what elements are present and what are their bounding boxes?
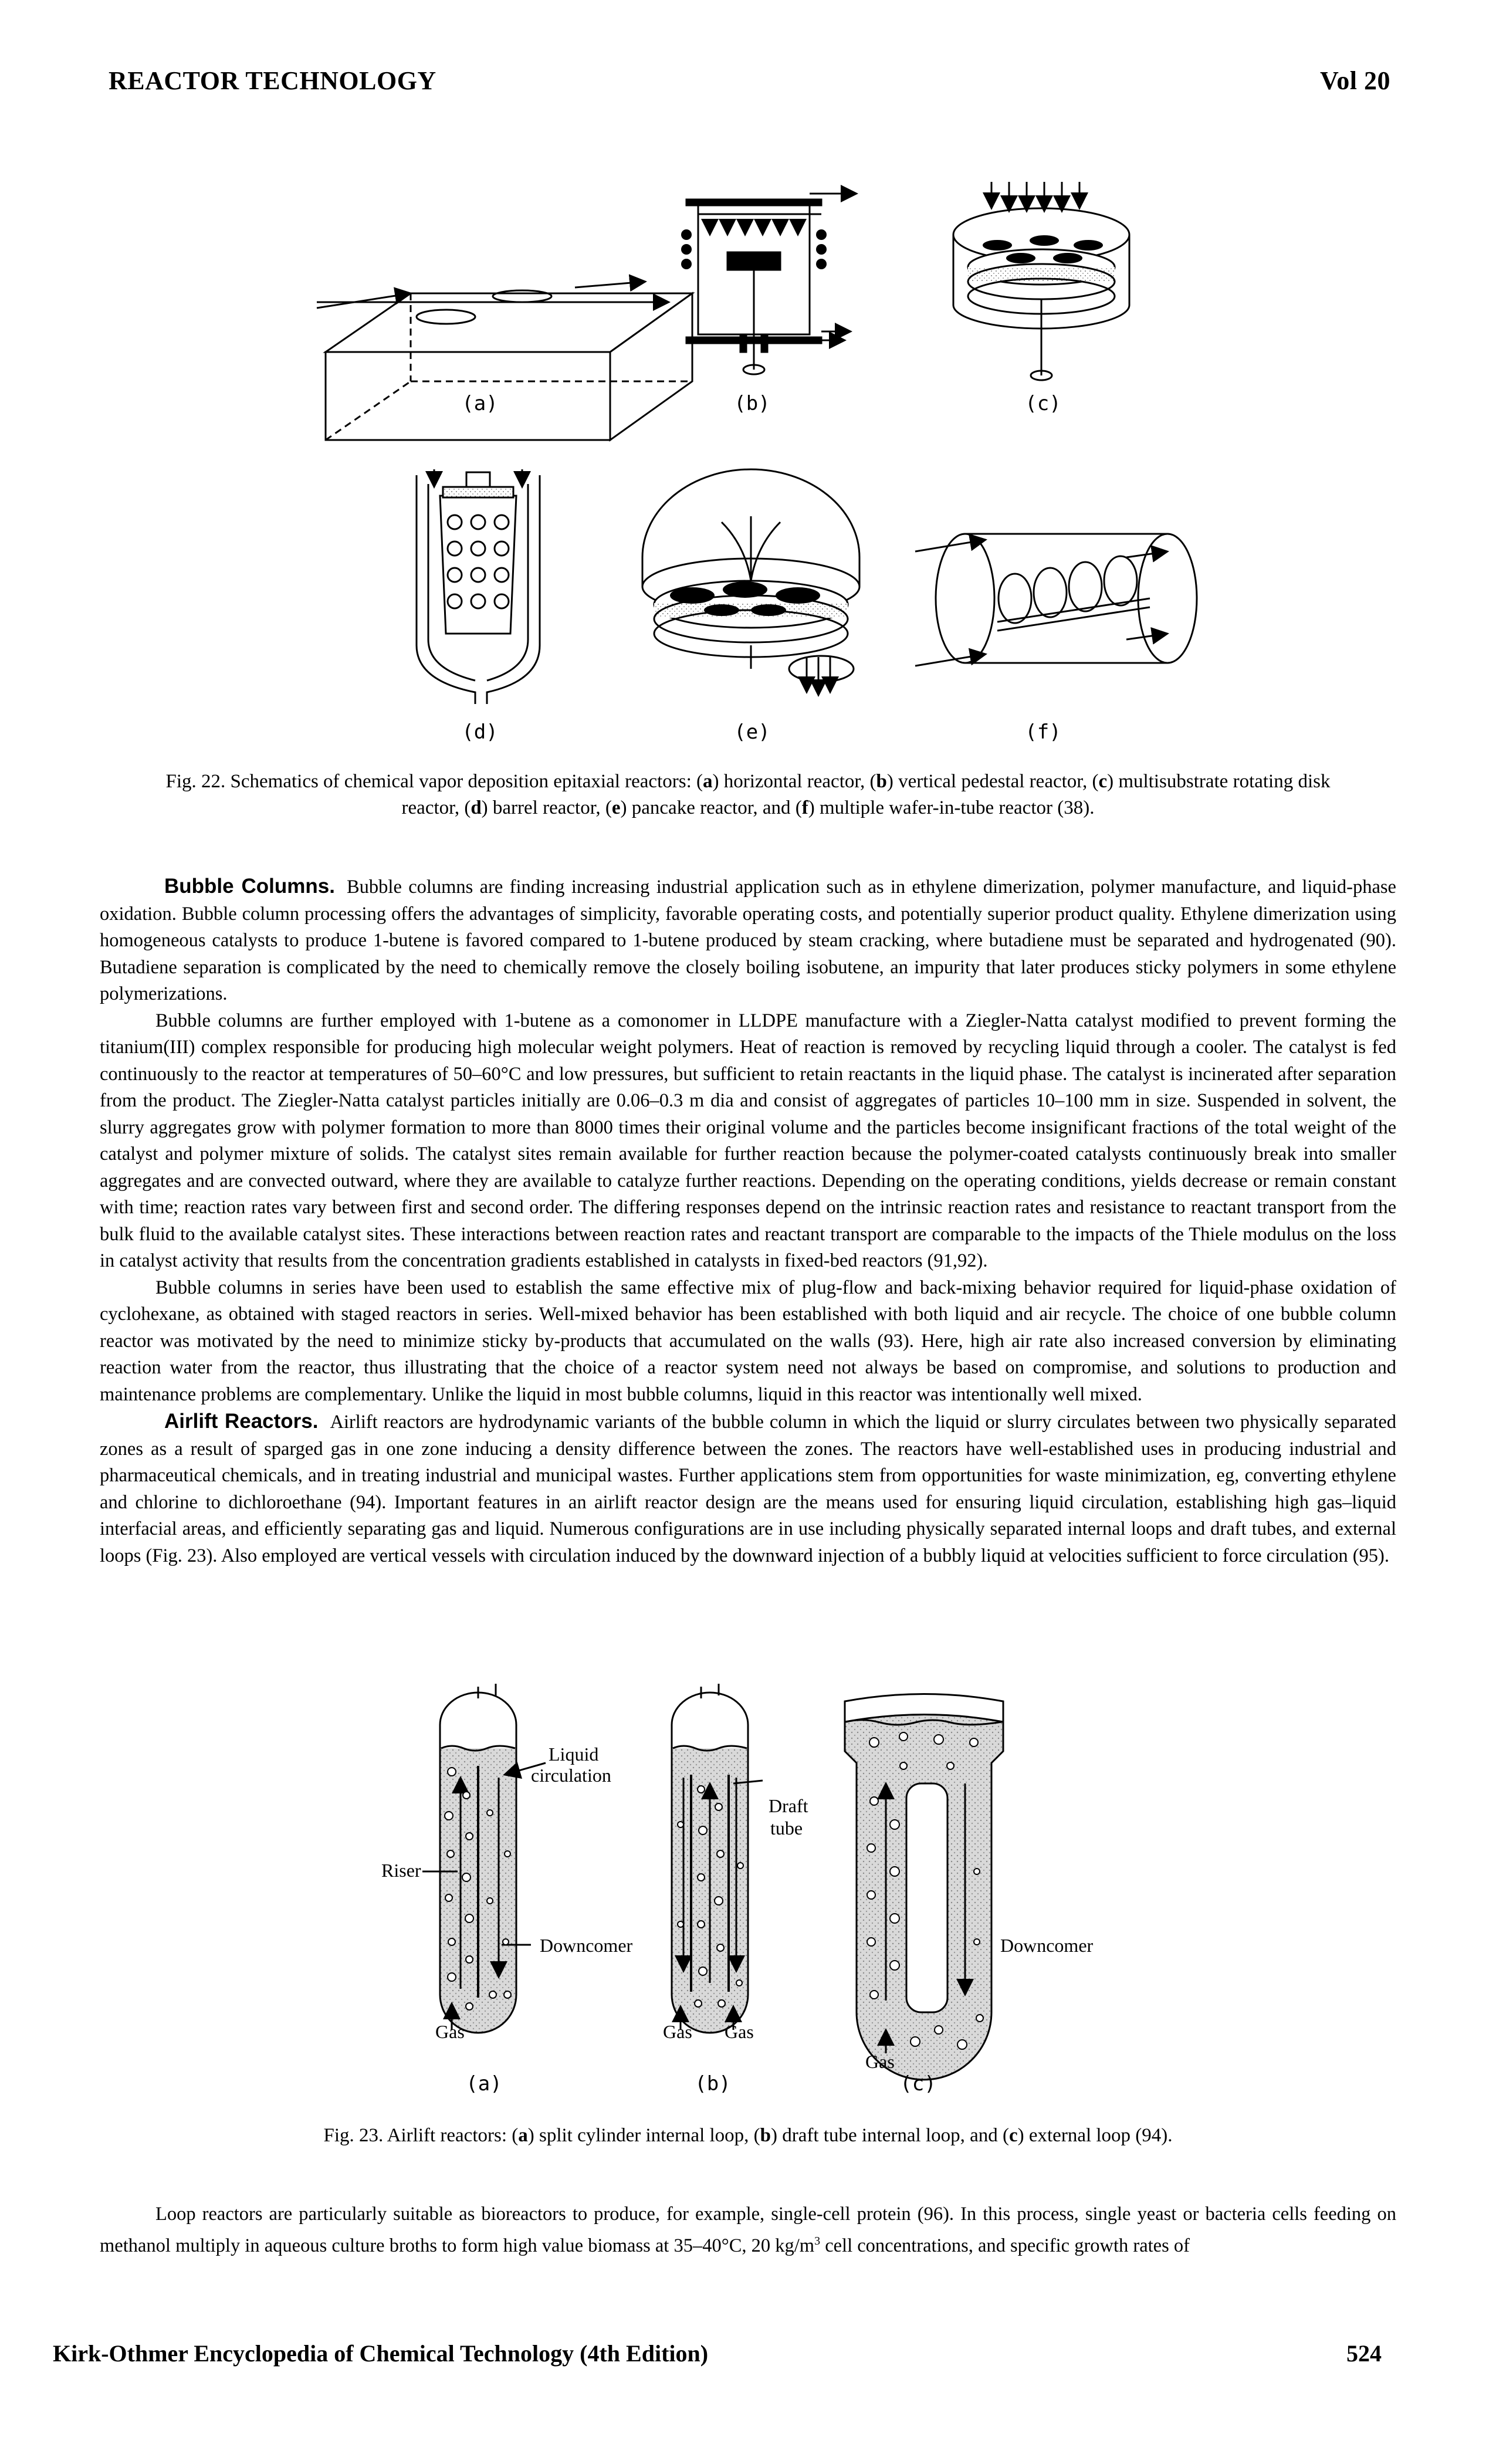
bubble-columns-paragraph-3: Bubble columns in series have been used … — [100, 1277, 1396, 1405]
reactor-a-horizontal — [316, 274, 695, 442]
figure-22-drawings — [316, 182, 1198, 704]
label-downcomer-a: Downcomer — [540, 1935, 633, 1956]
airlift-b-draft-tube — [671, 1684, 763, 2034]
figure-23-drawings — [422, 1684, 1004, 2081]
label-draft: Draft — [769, 1795, 808, 1816]
loop-reactors-paragraph: Loop reactors are particularly suitable … — [100, 2204, 1396, 2256]
article-body-main: Bubble Columns.Bubble columns are findin… — [100, 873, 1396, 1569]
panel-label-b: (b) — [734, 392, 770, 415]
label-tube: tube — [770, 1817, 803, 1839]
reactor-c-rotating-disk — [952, 182, 1131, 381]
bubbles-b — [677, 1785, 744, 2008]
label-gas-b1: Gas — [663, 2021, 692, 2042]
bubble-columns-paragraph-2: Bubble columns are further employed with… — [100, 1010, 1396, 1272]
label-downcomer-c: Downcomer — [1000, 1935, 1094, 1956]
coil-dots-b — [681, 229, 827, 269]
label-gas-b2: Gas — [725, 2021, 754, 2042]
reactor-f-wafer-in-tube — [915, 533, 1198, 667]
page-number: 524 — [1346, 2340, 1382, 2367]
label-riser: Riser — [381, 1860, 421, 1881]
bubble-columns-paragraph-1: Bubble Columns.Bubble columns are findin… — [100, 875, 1396, 1004]
running-header-volume: Vol 20 — [1320, 66, 1390, 95]
panel-label-f: (f) — [1025, 720, 1061, 744]
reactor-d-barrel — [415, 469, 541, 704]
reactor-b-vertical-pedestal — [685, 185, 858, 375]
fig23-panel-label-b: (b) — [695, 2072, 731, 2096]
figure-22: (a) (b) (c) (d) (e) (f) — [0, 176, 1496, 751]
airlift-a-split-cylinder — [422, 1684, 546, 2034]
label-gas-c: Gas — [865, 2051, 895, 2072]
panel-label-e: (e) — [734, 720, 770, 744]
panel-label-c: (c) — [1025, 392, 1061, 415]
bubble-columns-heading: Bubble Columns. — [164, 875, 335, 898]
fig23-panel-label-a: (a) — [466, 2072, 502, 2096]
label-gas-a: Gas — [435, 2021, 465, 2042]
bubbles-a — [444, 1767, 512, 2011]
panel-label-a: (a) — [462, 392, 498, 415]
wafers-e — [670, 581, 820, 616]
label-liquid: Liquid — [549, 1744, 599, 1765]
figure-23-caption: Fig. 23. Airlift reactors: (a) split cyl… — [323, 2125, 1173, 2146]
fig23-panel-label-c: (c) — [900, 2072, 936, 2096]
article-body-loop: Loop reactors are particularly suitable … — [100, 2201, 1396, 2259]
running-header-title: REACTOR TECHNOLOGY — [109, 66, 436, 95]
wafers-c — [983, 235, 1103, 263]
figure-22-caption: Fig. 22. Schematics of chemical vapor de… — [165, 771, 1331, 818]
panel-label-d: (d) — [462, 720, 498, 744]
airlift-heading: Airlift Reactors. — [164, 1410, 319, 1433]
airlift-paragraph-1: Airlift Reactors.Airlift reactors are hy… — [100, 1410, 1396, 1566]
label-circulation: circulation — [531, 1765, 611, 1786]
bubbles-c — [867, 1732, 984, 2050]
airlift-c-external-loop — [844, 1693, 1004, 2081]
figure-23: Liquid circulation Riser Downcomer Gas D… — [0, 1678, 1496, 2112]
footer-encyclopedia-title: Kirk-Othmer Encyclopedia of Chemical Tec… — [53, 2340, 709, 2367]
